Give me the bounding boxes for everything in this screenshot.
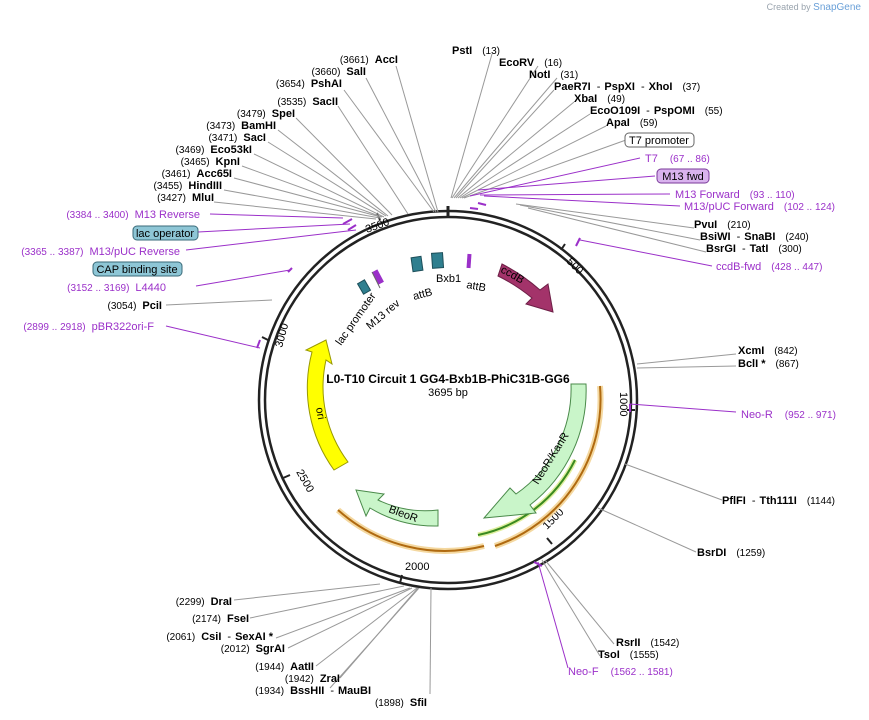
tick-2000: 2000 <box>405 561 429 573</box>
t7-promoter-box[interactable]: T7 promoter <box>624 132 695 148</box>
site-spei[interactable]: (3479)SpeI <box>237 108 295 120</box>
site-eco53ki[interactable]: (3469)Eco53kI <box>176 144 253 156</box>
primer-marks <box>256 202 631 567</box>
bleor-feature[interactable] <box>355 489 439 527</box>
primer-m13-forward[interactable]: M13 Forward(93 .. 110) <box>675 189 795 201</box>
primer-ccdb-fwd[interactable]: ccdB-fwd(428 .. 447) <box>716 261 822 273</box>
attb-right-label: attB <box>465 279 486 294</box>
orange-spans <box>335 385 604 554</box>
site-pcii[interactable]: (3054)PciI <box>108 300 162 312</box>
green-span-line <box>477 459 576 536</box>
primer-left-group: (3384 .. 3400)M13 Reverse (3365 .. 3387)… <box>21 209 200 333</box>
site-csii[interactable]: (2061)CsiI-SexAI * <box>166 631 273 643</box>
primer-m13-reverse[interactable]: (3384 .. 3400)M13 Reverse <box>66 209 200 221</box>
attb-bxb1-block[interactable] <box>430 252 445 269</box>
primer-m13-puc-reverse[interactable]: (3365 .. 3387)M13/pUC Reverse <box>21 246 180 258</box>
primer-neo-r[interactable]: Neo-R(952 .. 971) <box>741 409 836 421</box>
credit-prefix: Created by <box>766 2 811 12</box>
plasmid-size: 3695 bp <box>428 387 468 399</box>
plasmid-name: L0-T10 Circuit 1 GG4-Bxb1B-PhiC31B-GG6 <box>326 372 570 386</box>
backbone <box>257 206 639 591</box>
site-acci[interactable]: (3661)AccI <box>340 54 398 66</box>
site-pshai[interactable]: (3654)PshAI <box>276 78 342 90</box>
lac-operator-box[interactable]: lac operator <box>132 225 199 241</box>
site-zrai[interactable]: (1942)ZraI <box>285 673 340 685</box>
site-fsei[interactable]: (2174)FseI <box>192 613 249 625</box>
site-drai[interactable]: (2299)DraI <box>176 596 232 608</box>
attb-features <box>356 252 472 295</box>
m13-rev-block[interactable] <box>372 269 384 285</box>
site-bamhi[interactable]: (3473)BamHI <box>206 120 276 132</box>
site-sfii[interactable]: (1898)SfiI <box>375 697 427 709</box>
site-bcli[interactable]: BclI *(867) <box>738 358 799 370</box>
primer-l4440[interactable]: (3152 .. 3169)L4440 <box>67 282 166 294</box>
site-bsrdi[interactable]: BsrDI(1259) <box>697 547 765 559</box>
tick-3000: 3000 <box>273 322 291 349</box>
site-apai[interactable]: ApaI(59) <box>606 117 658 129</box>
site-bottom-group: (1898)SfiI (1934)BssHII-MauBI (1942)ZraI… <box>166 596 427 709</box>
site-mlui[interactable]: (3427)MluI <box>157 192 214 204</box>
bxb1-label: Bxb1 <box>436 273 461 285</box>
primer-leaders <box>165 157 737 669</box>
site-tsoi[interactable]: TsoI(1555) <box>598 649 659 661</box>
ori-feature[interactable] <box>304 339 349 471</box>
site-acc65i[interactable]: (3461)Acc65I <box>162 168 232 180</box>
primer-m13-puc-forward[interactable]: M13/pUC Forward(102 .. 124) <box>684 201 835 213</box>
site-psti[interactable]: PstI(13) <box>452 45 500 57</box>
site-sali[interactable]: (3660)SalI <box>312 66 366 78</box>
site-noti[interactable]: NotI(31) <box>529 69 578 81</box>
site-ecorv[interactable]: EcoRV(16) <box>499 57 562 69</box>
site-xcmi[interactable]: XcmI(842) <box>738 345 798 357</box>
site-saci[interactable]: (3471)SacI <box>208 132 266 144</box>
site-sacii[interactable]: (3535)SacII <box>277 96 338 108</box>
site-bsrgi[interactable]: BsrGI-TatI(300) <box>706 243 802 255</box>
site-bsiwi[interactable]: BsiWI-SnaBI(240) <box>700 231 809 243</box>
site-bsshii[interactable]: (1934)BssHII-MauBI <box>255 685 371 697</box>
neor-feature[interactable] <box>482 383 587 519</box>
primer-t7[interactable]: T7(67 .. 86) <box>645 153 710 165</box>
site-sgrai[interactable]: (2012)SgrAI <box>221 643 285 655</box>
site-rsrii[interactable]: RsrII(1542) <box>616 637 679 649</box>
cap-site-label: CAP binding site <box>96 264 177 276</box>
primer-pbr322ori-f[interactable]: (2899 .. 2918)pBR322ori-F <box>23 321 154 333</box>
site-xbai[interactable]: XbaI(49) <box>574 93 625 105</box>
lac-promoter-block[interactable] <box>356 279 372 295</box>
cap-site-box[interactable]: CAP binding site <box>92 261 183 277</box>
site-hindiii[interactable]: (3455)HindIII <box>153 180 222 192</box>
m13-fwd-label: M13 fwd <box>662 171 704 183</box>
ori-label: ori <box>313 406 327 420</box>
attb-right-block[interactable] <box>466 253 472 269</box>
site-right-group: PstI(13) EcoRV(16) NotI(31) PaeR7I-PspXI… <box>452 45 835 661</box>
site-pvui[interactable]: PvuI(210) <box>694 219 751 231</box>
ccdb-feature[interactable] <box>497 263 554 313</box>
snapgene-logo-text: SnapGene <box>813 2 861 13</box>
site-pflfi[interactable]: PflFI-Tth111I(1144) <box>722 495 835 507</box>
site-aatii[interactable]: (1944)AatII <box>255 661 314 673</box>
site-leaders <box>165 53 737 695</box>
site-paer7i[interactable]: PaeR7I-PspXI-XhoI(37) <box>554 81 700 93</box>
tick-1000: 1000 <box>617 392 629 416</box>
attb-left-label: attB <box>412 286 434 303</box>
m13-fwd-box[interactable]: M13 fwd <box>656 168 710 184</box>
primer-neo-f[interactable]: Neo-F(1562 .. 1581) <box>568 666 673 678</box>
tick-2500: 2500 <box>293 468 316 495</box>
primer-right-group: T7(67 .. 86) M13 Forward(93 .. 110) M13/… <box>568 153 836 678</box>
tick-3500: 3500 <box>364 216 391 236</box>
attb-left-block[interactable] <box>410 255 424 273</box>
site-ecoo109i[interactable]: EcoO109I-PspOMI(55) <box>590 105 723 117</box>
lac-operator-label: lac operator <box>136 228 194 240</box>
snapgene-credit: Created by SnapGene <box>767 2 861 13</box>
site-left-group: (3661)AccI (3660)SalI (3654)PshAI (3535)… <box>108 54 398 312</box>
site-kpni[interactable]: (3465)KpnI <box>181 156 240 168</box>
t7-promoter-label: T7 promoter <box>629 135 689 147</box>
